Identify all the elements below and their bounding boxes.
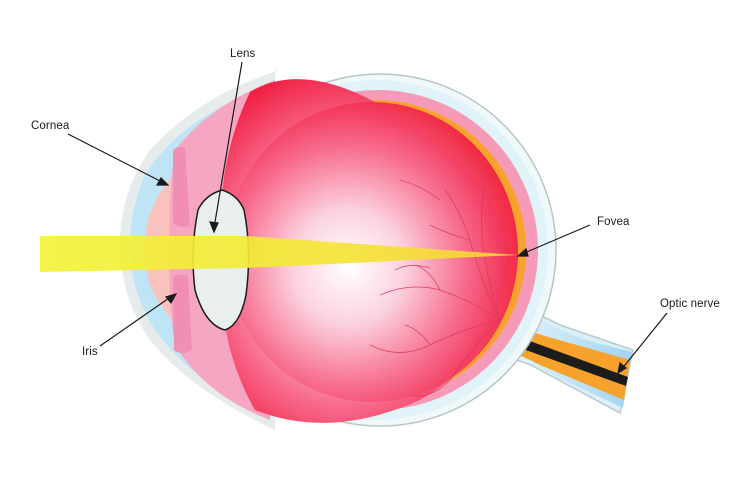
label-optic-nerve: Optic nerve	[660, 298, 720, 310]
iris-upper[interactable]	[173, 146, 190, 227]
optic-nerve-core	[498, 330, 628, 386]
label-cornea: Cornea	[31, 120, 70, 132]
label-fovea: Fovea	[597, 216, 630, 228]
label-iris: Iris	[82, 346, 98, 358]
optic-nerve-structure	[498, 307, 634, 415]
label-arrows	[67, 61, 668, 375]
label-lens: Lens	[230, 48, 256, 60]
blood-vessels	[369, 149, 501, 397]
iris-lower[interactable]	[173, 274, 192, 353]
light-beam	[40, 236, 518, 272]
